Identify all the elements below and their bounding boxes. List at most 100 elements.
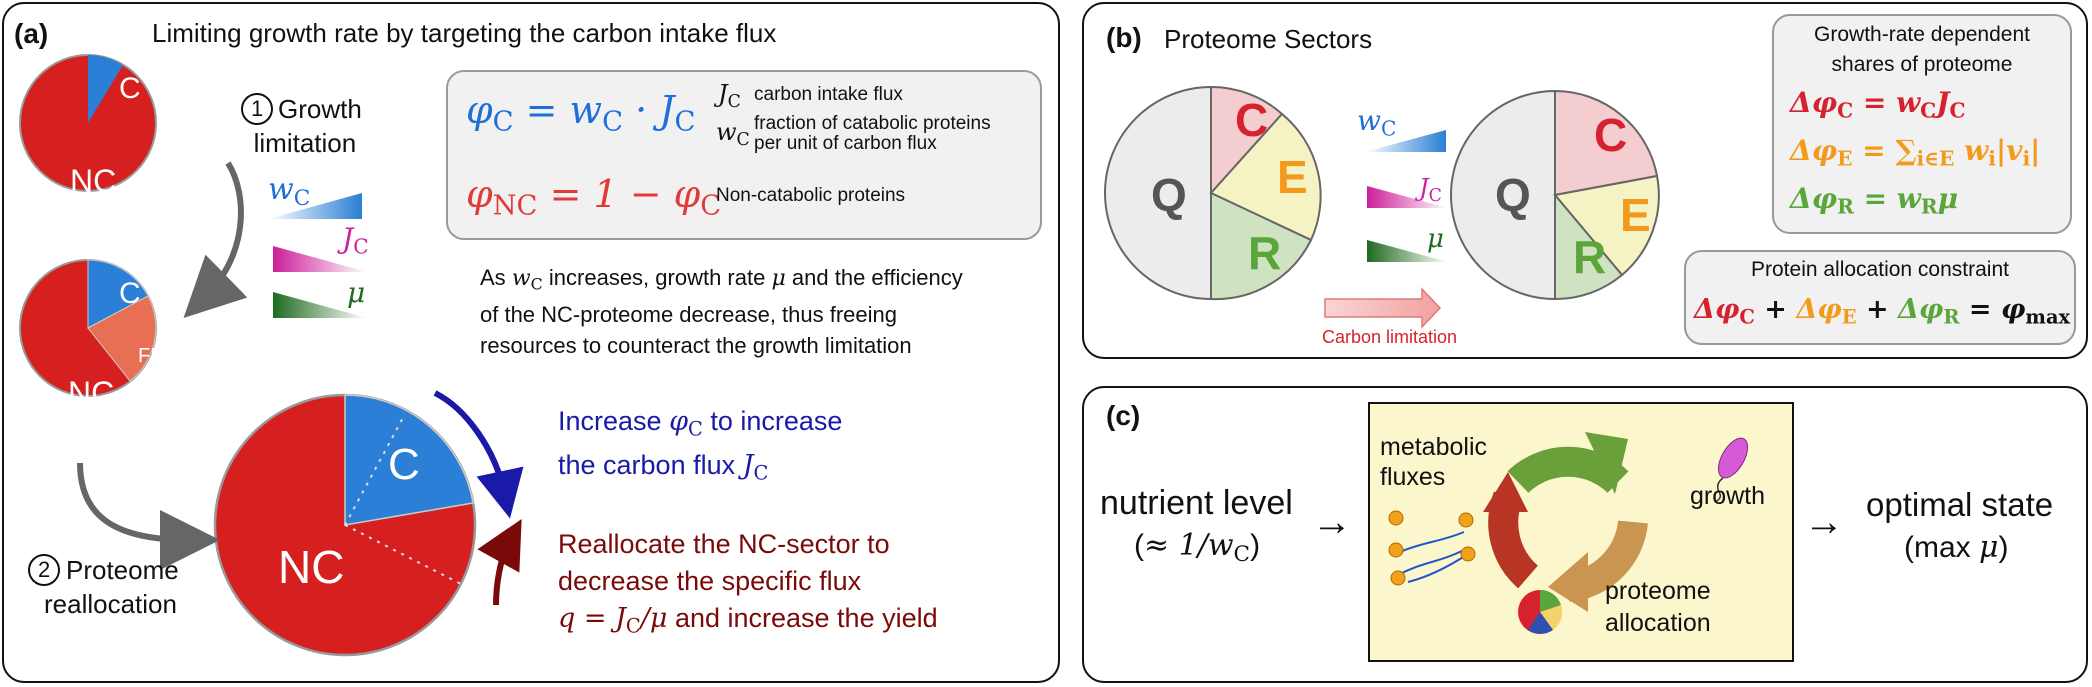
note-line1-b: increases, growth rate (548, 265, 766, 290)
alloc-line2: allocation (1605, 609, 1711, 637)
constraint-e: ΔφE (1796, 294, 1857, 329)
panel-b-label: (b) (1106, 22, 1142, 53)
pie-3-nc-label: NC (278, 541, 345, 593)
note-text: As wC increases, growth rate μ and the e… (480, 262, 963, 361)
nutrient-level-sub: (≈ 1/wC) (1134, 528, 1261, 568)
step-2-label: Proteome reallocation (44, 553, 179, 621)
pie-2-c-label: C (119, 277, 141, 310)
blue-text: Increase φC to increase the carbon flux … (558, 403, 842, 492)
panel-a-graphics (19, 54, 524, 657)
note-line1-wc: wC (511, 266, 543, 294)
sector-right-e: E (1620, 189, 1651, 241)
alloc-line1: proteome (1605, 577, 1711, 605)
shares-title-line1: Growth-rate dependent (1814, 23, 2030, 46)
step-1-number: 1 (251, 96, 264, 121)
step-1-label-line1: Growth (278, 94, 362, 124)
metabolic-fluxes-label: metabolic fluxes (1380, 432, 1487, 492)
pie-2-free-label: FREE (138, 345, 192, 367)
fluxes-line2: fluxes (1380, 463, 1446, 491)
panel-c-label: (c) (1106, 400, 1141, 431)
constraint-equation: ΔφC + ΔφE + ΔφR = φmax (1694, 294, 2070, 328)
panel-a-label: (a) (14, 18, 49, 49)
def-jc-symbol: JC (718, 80, 741, 112)
tri-mu-label: μ (347, 276, 366, 309)
pie-1-nc-label: NC (70, 163, 117, 199)
red-line3-eq: q = JC/μ (558, 603, 668, 638)
shares-eq-c: ΔφC = wCJC (1790, 86, 1966, 123)
def-wc-line2: per unit of carbon flux (754, 133, 937, 154)
tri-jc-label: JC (342, 222, 369, 259)
step-2-number: 2 (38, 557, 51, 582)
shares-title-line2: shares of proteome (1831, 53, 2013, 76)
note-line1-c: and the efficiency (791, 265, 963, 290)
constraint-c: ΔφC (1694, 294, 1755, 329)
red-line3-b: and increase the yield (674, 603, 938, 633)
step-2-label-line1: Proteome (66, 555, 179, 585)
sector-left-e: E (1277, 151, 1308, 203)
note-line2: of the NC-proteome decrease, thus freein… (480, 302, 898, 328)
arrow-in: → (1312, 500, 1352, 544)
note-line1-a: As (480, 265, 506, 290)
red-line1: Reallocate the NC-sector to (558, 529, 890, 559)
sector-right-r: R (1573, 231, 1607, 283)
proteome-allocation-label: proteome allocation (1605, 575, 1711, 639)
blue-line1-a: Increase (558, 406, 662, 436)
shares-box-title: Growth-rate dependent shares of proteome (1772, 20, 2072, 80)
sector-right-c: C (1594, 109, 1628, 161)
tri-wc-label: wC (268, 172, 311, 212)
panel-c-graphics (1388, 432, 1749, 634)
equation-box (446, 70, 1042, 240)
cycle-arrows (1483, 432, 1648, 612)
arrow-out: → (1804, 500, 1844, 544)
eq-phi-nc: φNC = 1 − φC (466, 172, 722, 222)
sector-pie-left (1104, 85, 1322, 301)
sector-right-q: Q (1495, 169, 1531, 221)
sector-left-r: R (1248, 227, 1282, 279)
pie-2 (19, 259, 157, 397)
step-1-label-line2: limitation (253, 128, 357, 158)
def-wc-line1: fraction of catabolic proteins (754, 113, 991, 134)
red-text: Reallocate the NC-sector to decrease the… (558, 526, 938, 644)
nutrient-level-label: nutrient level (1100, 484, 1293, 522)
blue-line2-jc: JC (742, 450, 769, 485)
sector-left-q: Q (1151, 169, 1187, 221)
note-line1-mu: μ (771, 266, 786, 291)
def-nc-text: Non-catabolic proteins (716, 185, 906, 206)
constraint-max: φmax (2000, 294, 2071, 329)
eq-phi-c: φC = wC · JC (466, 88, 696, 138)
step-1-label: Growth limitation (254, 92, 362, 160)
cycle-box (1368, 402, 1794, 662)
growth-label: growth (1690, 482, 1766, 510)
mini-pie-icon (1518, 589, 1563, 634)
blue-line1-b: to increase (710, 406, 843, 436)
growth-rate-shares-box (1772, 14, 2072, 234)
b-tri-wc-label: wC (1357, 104, 1397, 141)
panel-b-graphics (1104, 85, 1660, 329)
pie-2-nc-label: NC (68, 375, 115, 411)
pie-3 (213, 393, 477, 657)
constraint-equals: = (1968, 294, 1992, 325)
blue-line2-a: the carbon flux (558, 450, 736, 481)
allocation-constraint-box (1684, 250, 2076, 345)
shares-eq-e: ΔφE = ∑i∈E wi|vi| (1790, 134, 2041, 171)
shares-eq-r: ΔφR = wRμ (1790, 182, 1959, 219)
fluxes-line1: metabolic (1380, 433, 1487, 461)
panel-a-title: Limiting growth rate by targeting the ca… (152, 18, 777, 48)
constraint-r: ΔφR (1897, 294, 1960, 329)
pie-1-c-label: C (119, 72, 141, 105)
optimal-state-label: optimal state (1866, 486, 2054, 523)
pie-1 (19, 54, 157, 192)
sector-left-c: C (1235, 94, 1269, 146)
constraint-plus-1: + (1764, 294, 1787, 325)
network-icon (1399, 531, 1469, 583)
pie-3-c-label: C (388, 440, 420, 489)
b-tri-jc-label: JC (1419, 174, 1442, 206)
sector-pie-right (1450, 89, 1660, 301)
constraint-box-title: Protein allocation constraint (1751, 258, 2009, 281)
carbon-limitation-label: Carbon limitation (1322, 327, 1458, 347)
blue-line1-phi: φC (669, 406, 703, 441)
bacterium-icon (1714, 437, 1749, 503)
b-tri-mu-label: μ (1427, 224, 1444, 254)
def-wc-text: fraction of catabolic proteins per unit … (754, 114, 991, 154)
def-jc-text: carbon intake flux (754, 84, 903, 105)
